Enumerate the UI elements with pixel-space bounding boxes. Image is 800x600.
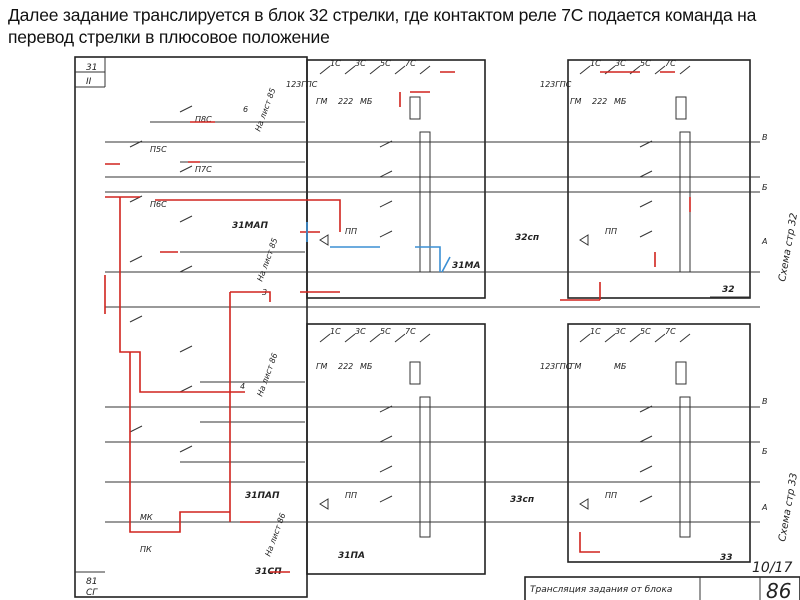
wire-4: 4: [240, 382, 245, 391]
label-gm: ГМ: [570, 362, 581, 371]
label-gpc: 123ГПС: [286, 80, 318, 89]
left-relays: П5С П6С П7С П8С МК ПК 6 4 3: [129, 105, 267, 554]
arrow-a: А: [761, 237, 767, 246]
label-31sp: 31СП: [255, 567, 282, 577]
relay-pk: ПК: [140, 545, 152, 554]
block-31-sub: II: [86, 77, 92, 87]
relay-p8c: П8С: [195, 115, 212, 124]
highlighted-path-blue: [306, 222, 451, 273]
relay-p6c: П6С: [150, 200, 167, 209]
label-mb: МБ: [360, 362, 373, 371]
block-81-sub: СГ: [86, 588, 98, 598]
stamp-signature: 10/17: [752, 560, 792, 576]
relay-1c: 1С: [590, 59, 601, 68]
arrow-a: А: [761, 503, 767, 512]
label-to-sheet-85: На лист 85: [253, 87, 277, 133]
relay-7c: 7С: [665, 327, 676, 336]
block-32: 32: [567, 59, 751, 299]
wire-6: 6: [243, 105, 248, 114]
label-gm: ГМ: [570, 97, 581, 106]
relay-3c: 3С: [355, 327, 366, 336]
label-to-sheet-86: На лист 86: [263, 512, 287, 558]
relay-1c: 1С: [330, 327, 341, 336]
relay-7c: 7С: [405, 59, 416, 68]
relay-coils: [379, 96, 691, 538]
label-31man: 31МАП: [232, 221, 268, 231]
label-pp: ПП: [345, 491, 357, 500]
relay-3c: 3С: [615, 327, 626, 336]
label-pp: ПП: [345, 227, 357, 236]
relay-7c: 7С: [665, 59, 676, 68]
relay-1c: 1С: [590, 327, 601, 336]
block-31pa: 31ПА: [306, 323, 486, 575]
label-33sp: 33сп: [510, 495, 534, 505]
relay-5c: 5С: [640, 327, 651, 336]
block-81-label: 81: [86, 577, 97, 587]
block-33-label: 33: [720, 553, 733, 563]
block-33: 33: [567, 323, 751, 563]
arrow-v: В: [762, 133, 768, 142]
slide-title: Далее задание транслируется в блок 32 ст…: [8, 5, 757, 47]
relay-7c: 7С: [405, 327, 416, 336]
stamp-caption: Трансляция задания от блока: [530, 585, 672, 595]
block-31ma: 31МА: [306, 59, 486, 299]
relay-3c: 3С: [615, 59, 626, 68]
relay-5c: 5С: [380, 327, 391, 336]
title-stamp: Трансляция задания от блока 86 10/17: [524, 560, 800, 600]
label-mb: МБ: [614, 362, 627, 371]
relay-p5c: П5С: [150, 145, 167, 154]
label-31pap: 31ПАП: [245, 491, 280, 501]
arrow-b: Б: [762, 183, 768, 192]
relay-p7c: П7С: [195, 165, 212, 174]
label-to-sheet-86: На лист 86: [255, 352, 279, 398]
block-31ma-label: 31МА: [452, 261, 480, 271]
gm-mb-labels: 123ГПС ГМ 222 МБ 123ГПС ГМ 222 МБ ГМ 222…: [286, 80, 627, 371]
relay-contacts: 1С 3С 5С 7С 1С 3С 5С 7С 1С 3С 5С 7С 1С 3…: [319, 59, 691, 343]
bus-lines: [105, 121, 760, 523]
label-32sp: 32сп: [515, 233, 539, 243]
label-222: 222: [338, 97, 353, 106]
relay-mk: МК: [140, 513, 153, 522]
label-pp: ПП: [605, 491, 617, 500]
label-scheme-32: Схема стр 32: [777, 212, 800, 282]
block-31-label: 31: [86, 63, 97, 73]
relay-1c: 1С: [330, 59, 341, 68]
arrow-v: В: [762, 397, 768, 406]
label-pp: ПП: [605, 227, 617, 236]
diodes: ПП ПП ПП ПП: [319, 227, 617, 510]
block-31-left: 31 II 81 СГ: [74, 56, 308, 598]
label-mb: МБ: [360, 97, 373, 106]
relay-5c: 5С: [640, 59, 651, 68]
schematic-diagram: 31 II 81 СГ 31МА 32 31ПА 33 1С 3С 5С: [74, 56, 800, 600]
relay-3c: 3С: [355, 59, 366, 68]
block-32-label: 32: [722, 285, 735, 295]
label-gpc: 123ГПС: [540, 80, 572, 89]
label-gm: ГМ: [316, 97, 327, 106]
label-222: 222: [338, 362, 353, 371]
highlighted-path-red: [104, 71, 691, 573]
arrow-b: Б: [762, 447, 768, 456]
stamp-sheet-number: 86: [766, 579, 791, 600]
label-mb: МБ: [614, 97, 627, 106]
block-31pa-label: 31ПА: [338, 551, 365, 561]
label-gm: ГМ: [316, 362, 327, 371]
label-gpc: 123ГПС: [540, 362, 572, 371]
relay-5c: 5С: [380, 59, 391, 68]
label-222: 222: [592, 97, 607, 106]
label-to-sheet-85: На лист 85: [255, 237, 279, 283]
label-scheme-33: Схема стр 33: [777, 472, 800, 542]
